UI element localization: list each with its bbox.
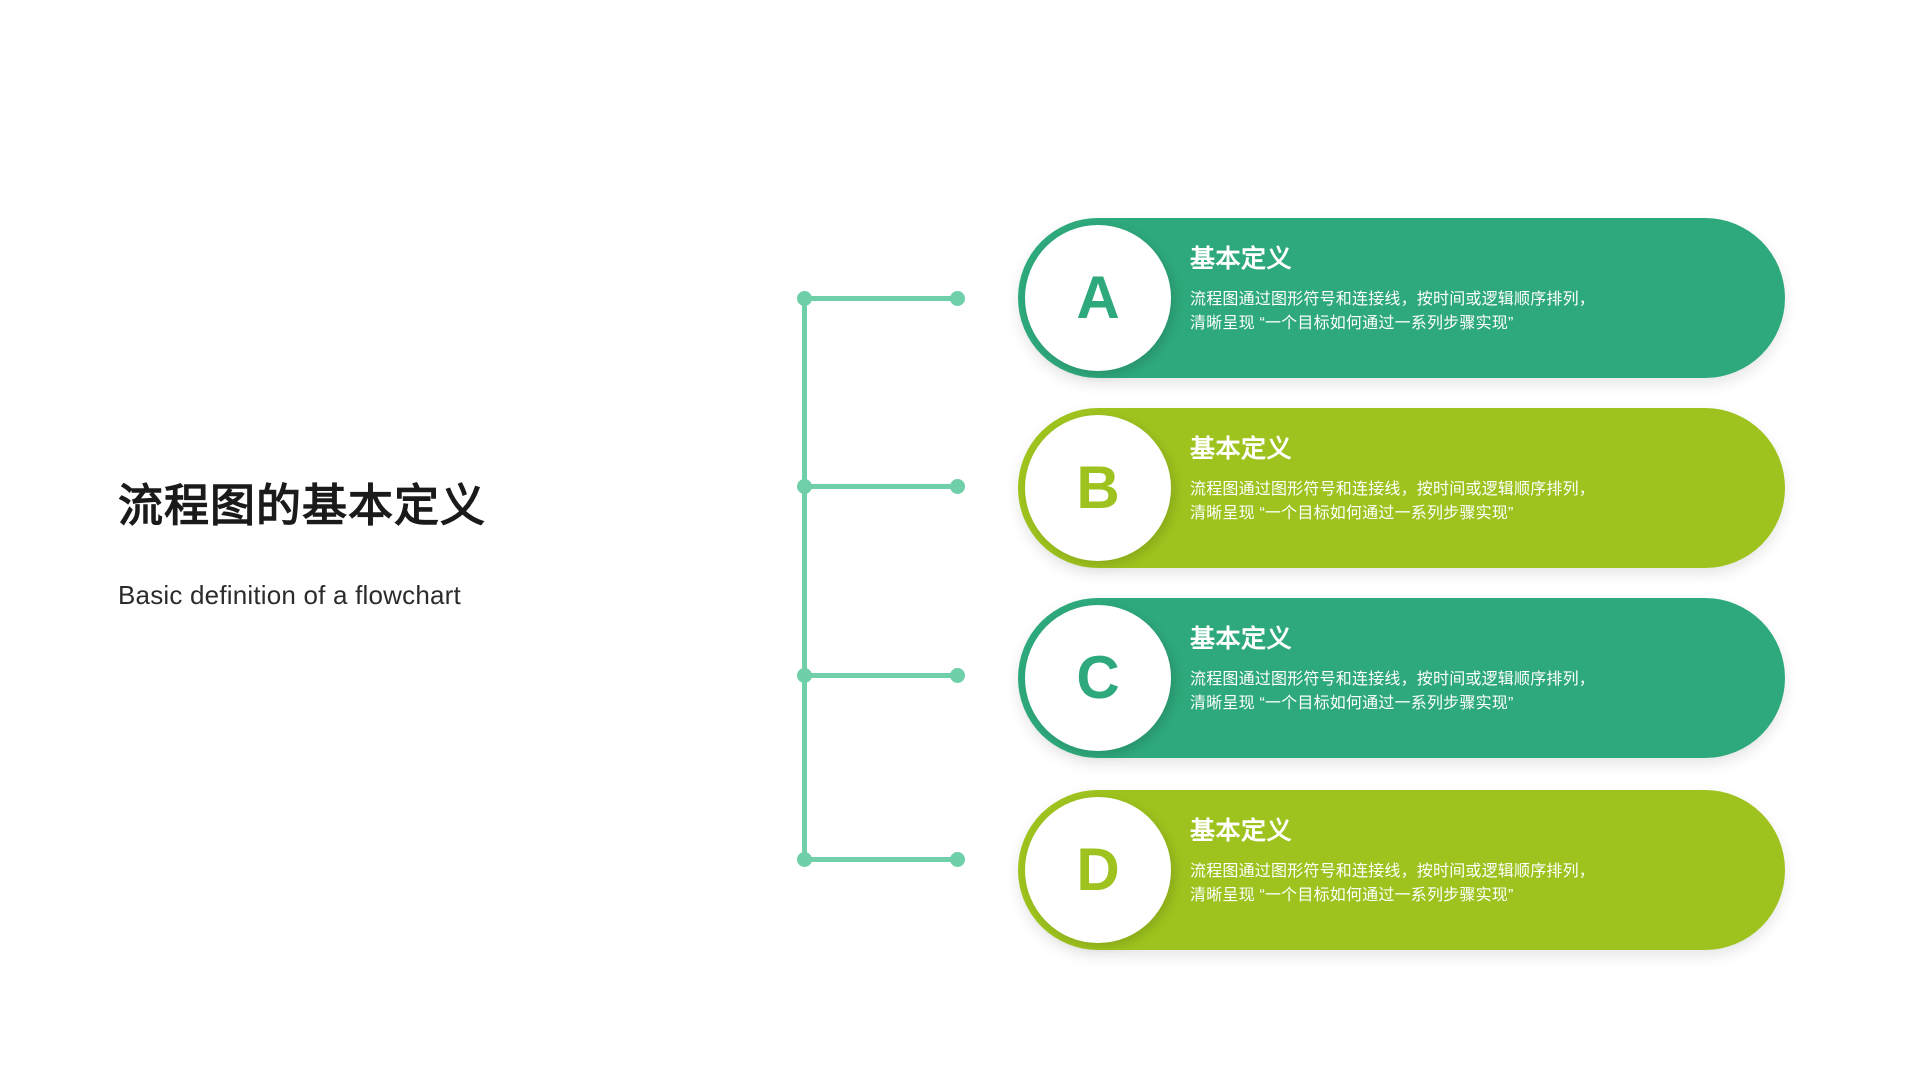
card-a[interactable]: A 基本定义 流程图通过图形符号和连接线，按时间或逻辑顺序排列， 清晰呈现 “一…: [1018, 218, 1785, 378]
card-c[interactable]: C 基本定义 流程图通过图形符号和连接线，按时间或逻辑顺序排列， 清晰呈现 “一…: [1018, 598, 1785, 758]
card-c-body: 流程图通过图形符号和连接线，按时间或逻辑顺序排列， 清晰呈现 “一个目标如何通过…: [1190, 668, 1750, 716]
card-b-badge: B: [1025, 415, 1171, 561]
card-a-body-line1: 流程图通过图形符号和连接线，按时间或逻辑顺序排列，: [1190, 291, 1596, 308]
card-b-letter: B: [1076, 454, 1120, 521]
card-b-heading: 基本定义: [1190, 435, 1293, 463]
connector-node-right-a: [950, 291, 965, 306]
connector-node-left-a: [797, 291, 812, 306]
title-block: 流程图的基本定义 Basic definition of a flowchart: [118, 478, 758, 611]
connector-branch-d: [804, 857, 956, 862]
card-c-body-line2: 清晰呈现 “一个目标如何通过一系列步骤实现”: [1190, 695, 1514, 712]
connector-branch-c: [804, 673, 956, 678]
page-title: 流程图的基本定义: [118, 480, 487, 531]
connector-tree: [795, 285, 980, 880]
card-d-text: 基本定义 流程图通过图形符号和连接线，按时间或逻辑顺序排列， 清晰呈现 “一个目…: [1190, 816, 1750, 908]
card-d-letter: D: [1076, 836, 1120, 903]
connector-node-right-c: [950, 668, 965, 683]
page-subtitle: Basic definition of a flowchart: [118, 580, 461, 611]
card-a-heading: 基本定义: [1190, 245, 1293, 273]
card-d[interactable]: D 基本定义 流程图通过图形符号和连接线，按时间或逻辑顺序排列， 清晰呈现 “一…: [1018, 790, 1785, 950]
connector-node-right-b: [950, 479, 965, 494]
card-c-text: 基本定义 流程图通过图形符号和连接线，按时间或逻辑顺序排列， 清晰呈现 “一个目…: [1190, 624, 1750, 716]
card-a-body: 流程图通过图形符号和连接线，按时间或逻辑顺序排列， 清晰呈现 “一个目标如何通过…: [1190, 288, 1750, 336]
card-d-body-line2: 清晰呈现 “一个目标如何通过一系列步骤实现”: [1190, 887, 1514, 904]
card-d-badge: D: [1025, 797, 1171, 943]
connector-node-left-d: [797, 852, 812, 867]
connector-node-right-d: [950, 852, 965, 867]
card-c-body-line1: 流程图通过图形符号和连接线，按时间或逻辑顺序排列，: [1190, 671, 1596, 688]
card-b-body: 流程图通过图形符号和连接线，按时间或逻辑顺序排列， 清晰呈现 “一个目标如何通过…: [1190, 478, 1750, 526]
card-b[interactable]: B 基本定义 流程图通过图形符号和连接线，按时间或逻辑顺序排列， 清晰呈现 “一…: [1018, 408, 1785, 568]
card-a-text: 基本定义 流程图通过图形符号和连接线，按时间或逻辑顺序排列， 清晰呈现 “一个目…: [1190, 244, 1750, 336]
connector-branch-b: [804, 484, 956, 489]
card-c-heading: 基本定义: [1190, 625, 1293, 653]
card-b-body-line1: 流程图通过图形符号和连接线，按时间或逻辑顺序排列，: [1190, 481, 1596, 498]
connector-spine: [802, 296, 807, 862]
card-d-body-line1: 流程图通过图形符号和连接线，按时间或逻辑顺序排列，: [1190, 863, 1596, 880]
card-b-body-line2: 清晰呈现 “一个目标如何通过一系列步骤实现”: [1190, 505, 1514, 522]
connector-branch-a: [804, 296, 956, 301]
connector-node-left-c: [797, 668, 812, 683]
card-d-heading: 基本定义: [1190, 817, 1293, 845]
connector-node-left-b: [797, 479, 812, 494]
card-c-badge: C: [1025, 605, 1171, 751]
card-a-letter: A: [1076, 264, 1120, 331]
card-a-badge: A: [1025, 225, 1171, 371]
card-b-text: 基本定义 流程图通过图形符号和连接线，按时间或逻辑顺序排列， 清晰呈现 “一个目…: [1190, 434, 1750, 526]
card-list: A 基本定义 流程图通过图形符号和连接线，按时间或逻辑顺序排列， 清晰呈现 “一…: [1018, 0, 1808, 1080]
card-a-body-line2: 清晰呈现 “一个目标如何通过一系列步骤实现”: [1190, 315, 1514, 332]
card-c-letter: C: [1076, 644, 1120, 711]
card-d-body: 流程图通过图形符号和连接线，按时间或逻辑顺序排列， 清晰呈现 “一个目标如何通过…: [1190, 860, 1750, 908]
